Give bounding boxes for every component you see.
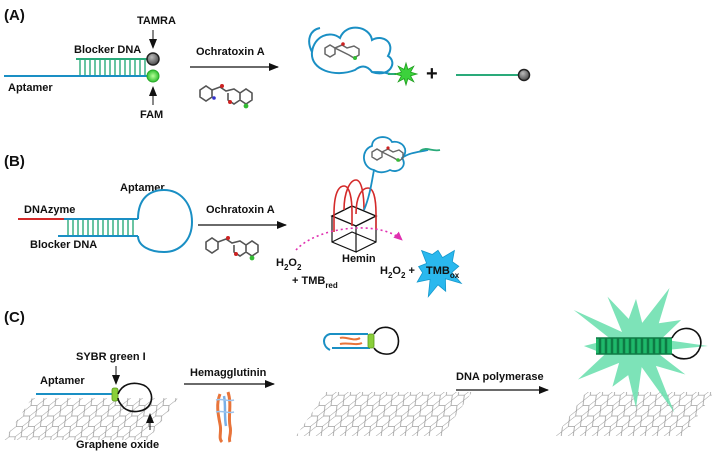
bound-ochratoxin <box>324 42 360 60</box>
panel-a: (A) TAMRA Blocker DNA Aptamer FAM Ochrat… <box>4 7 531 121</box>
aptamer-label: Aptamer <box>120 182 165 194</box>
aptamer-tail <box>419 148 441 152</box>
aptamer-label: Aptamer <box>40 375 85 387</box>
graphene-label: Graphene oxide <box>76 439 159 451</box>
hemin-label: Hemin <box>342 253 376 265</box>
base-pair-rungs <box>79 60 146 75</box>
sybr-label: SYBR green I <box>76 351 146 363</box>
tmb-ox-burst <box>416 249 463 298</box>
ochratoxin-molecule <box>199 84 253 109</box>
panel-c: (C) SYBR green I Aptamer Graphene oxide … <box>4 288 714 451</box>
fam-dye <box>146 69 160 83</box>
plus-sign: + <box>426 63 438 85</box>
panel-b: (B) Aptamer DNAzyme Blocker DNA Ochratox… <box>4 136 463 298</box>
panel-b-letter: (B) <box>4 153 25 170</box>
reagent-label: Ochratoxin A <box>196 46 265 58</box>
panel-a-letter: (A) <box>4 7 25 24</box>
reagent-label: DNA polymerase <box>456 371 544 383</box>
released-tamra <box>517 68 531 82</box>
ochratoxin-molecule <box>205 236 259 261</box>
h2o2-left: H2O2 <box>276 257 302 272</box>
reagent-label: Hemagglutinin <box>190 367 267 379</box>
panel-c-letter: (C) <box>4 309 25 326</box>
graphene-sheet <box>296 392 472 436</box>
catalysis-arrow <box>295 227 403 251</box>
reagent-label: Ochratoxin A <box>206 204 275 216</box>
folded-aptamer <box>308 26 394 75</box>
aptamer-label: Aptamer <box>8 82 53 94</box>
aptamer-target-complex <box>323 326 400 355</box>
aptamer-loop <box>137 188 194 254</box>
graphene-sheet <box>556 392 714 436</box>
tmb-red-label: + TMBred <box>292 275 338 290</box>
hemagglutinin-protein <box>215 391 235 444</box>
tmb-ox-label: TMBox <box>426 265 460 280</box>
tamra-label: TAMRA <box>137 15 176 27</box>
bound-ochratoxin <box>371 146 404 162</box>
g-quadruplex-hemin <box>330 169 378 253</box>
tamra-dye <box>146 52 160 66</box>
aptamer-loop <box>117 382 153 413</box>
h2o2-right: H2O2 + <box>380 265 415 280</box>
sybr-dye <box>111 387 119 402</box>
dnazyme-label: DNAzyme <box>24 204 75 216</box>
extended-duplex <box>596 327 702 360</box>
base-pair-rungs <box>67 220 134 235</box>
blocker-label: Blocker DNA <box>30 239 97 251</box>
fam-label: FAM <box>140 109 163 121</box>
folded-aptamer <box>363 136 429 174</box>
graphene-sheet <box>4 398 178 440</box>
blocker-label: Blocker DNA <box>74 44 141 56</box>
fam-emission-star <box>393 61 419 87</box>
